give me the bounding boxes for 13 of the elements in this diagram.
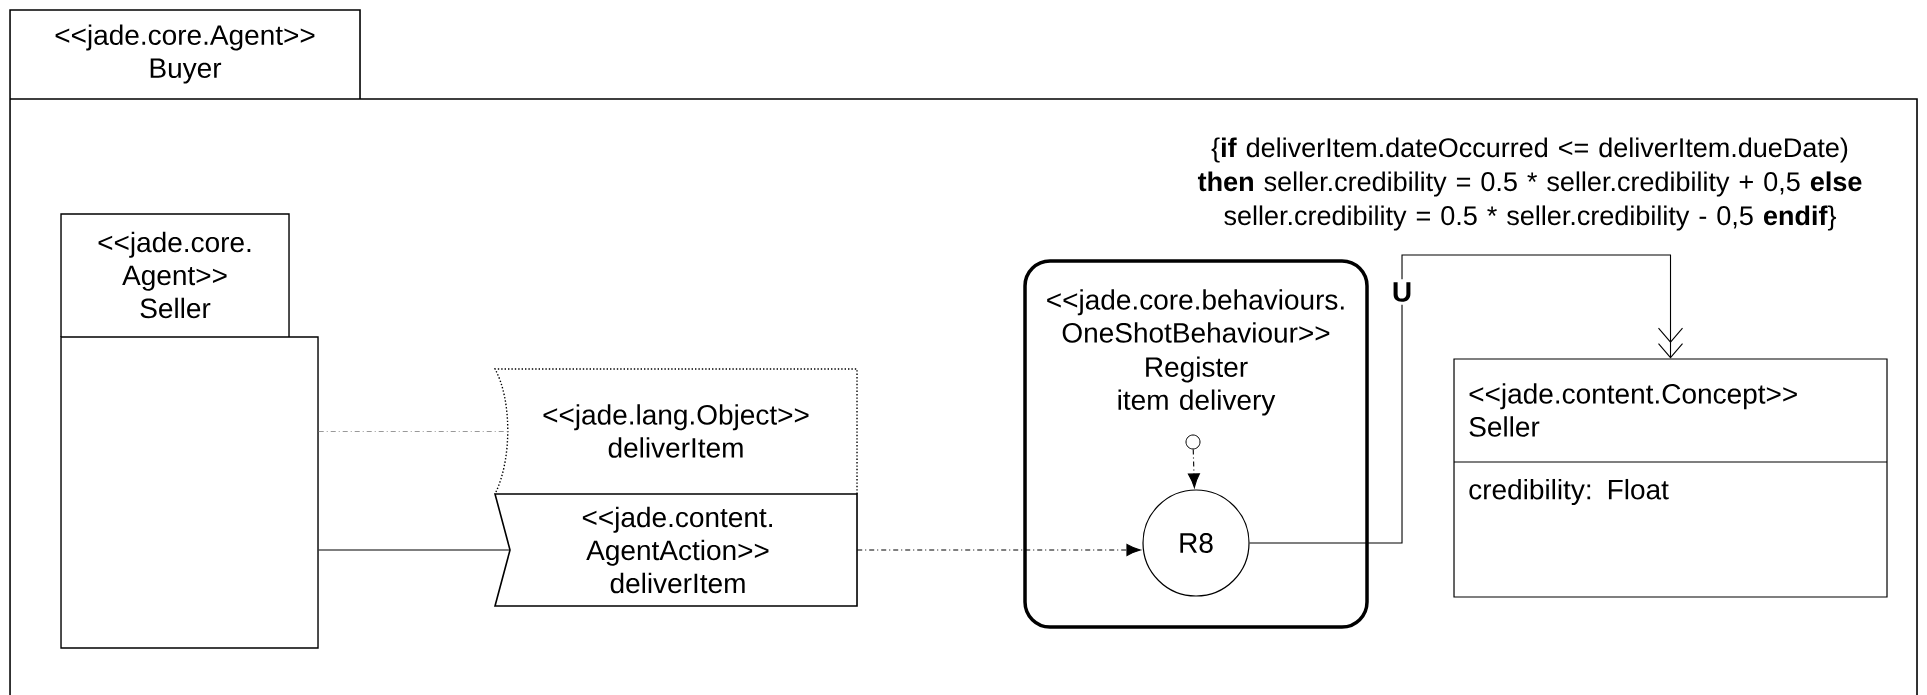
connector (1187, 448, 1200, 488)
node-label: <<jade.core. Agent>> Seller (98, 231, 251, 319)
initial-circle (1185, 434, 1201, 450)
object-box: <<jade.lang.Object>> deliverItem (494, 368, 858, 495)
action-box: <<jade.content. AgentAction>> deliverItem (493, 493, 858, 607)
constraint-note: {if deliverItem.dateOccurred <= deliverItem.dueDate) then seller.credibility = 0.5 * seller.credibility + 0,5 else seller.credibility = 0.5 * seller.credibility - 0,5 endif} (1197, 137, 1862, 231)
component-box: <<jade.core. Agent>> Seller (60, 213, 319, 649)
edge-label: U (1393, 282, 1411, 302)
connector (318, 549, 511, 551)
class-box: <<jade.content.Concept>> Seller credibility: Float (1453, 358, 1888, 598)
connector (318, 430, 509, 433)
connector (856, 543, 1141, 557)
connector (1249, 254, 1684, 544)
